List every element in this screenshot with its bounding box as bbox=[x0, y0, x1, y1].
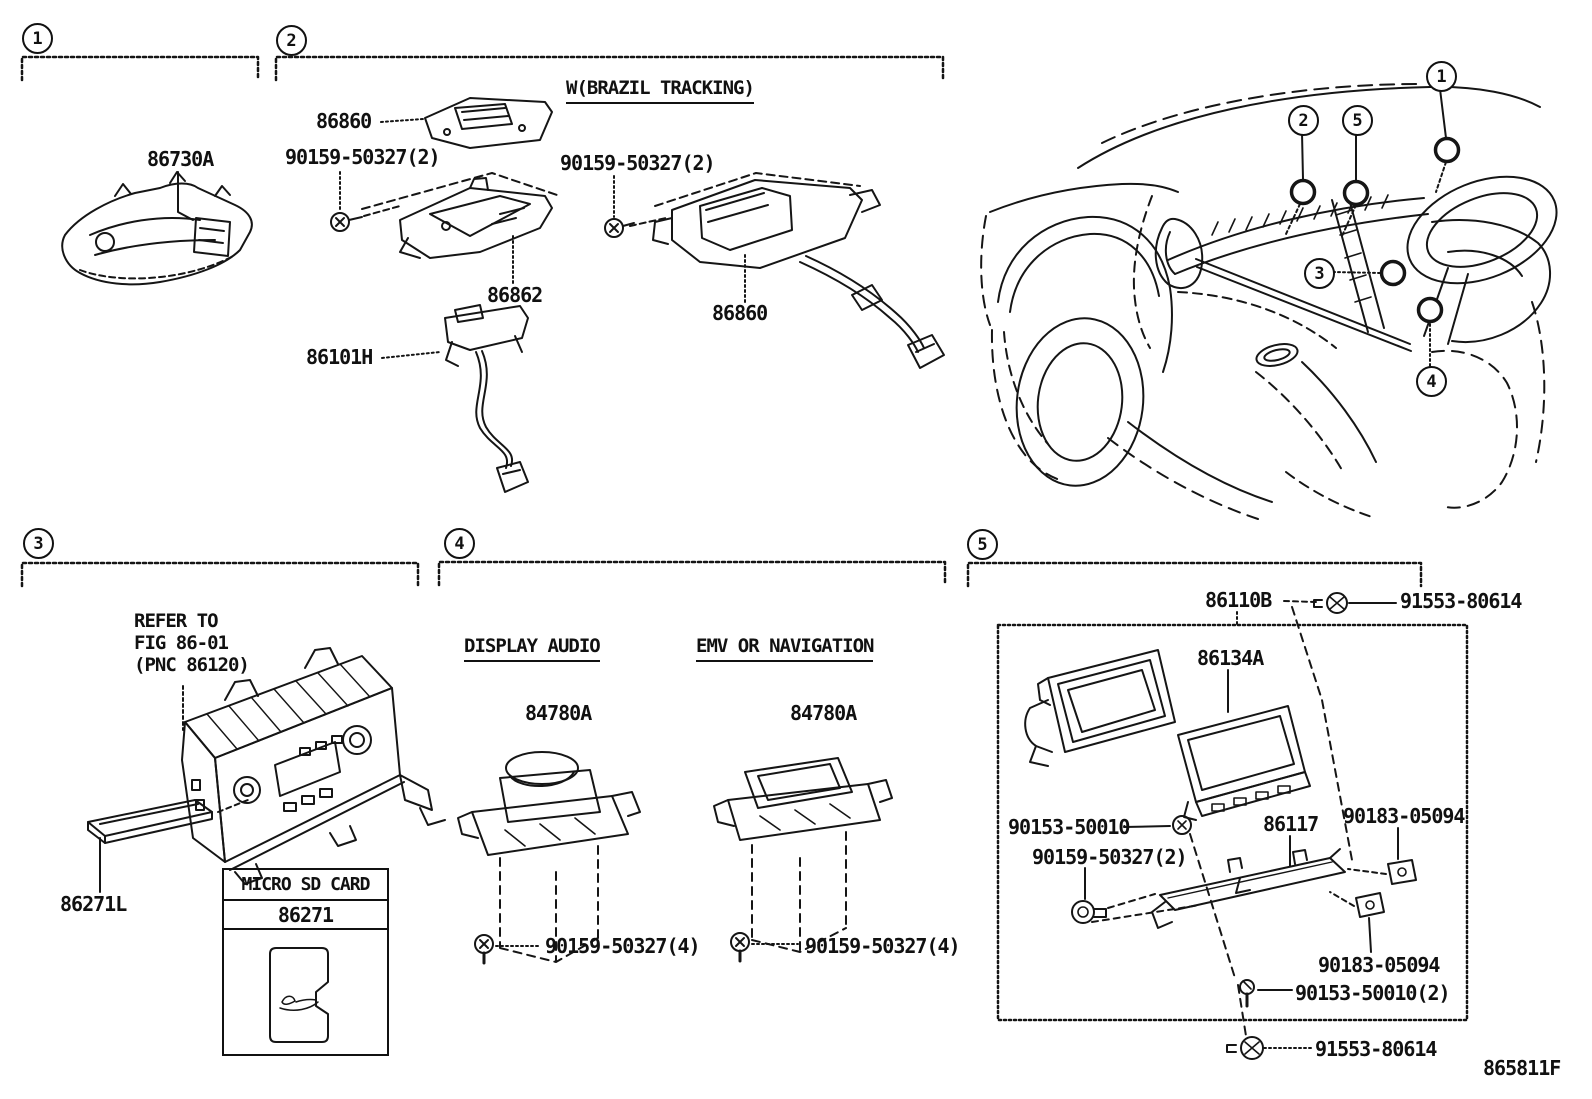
part-label-86730a: 86730A bbox=[147, 147, 214, 171]
radio-top-hatching bbox=[207, 664, 370, 749]
refer-note-line3: (PNC 86120) bbox=[134, 654, 250, 676]
part-86110b-display-drawing bbox=[1025, 612, 1237, 766]
part-label-91553-80614-top: 91553-80614 bbox=[1400, 589, 1522, 613]
section-4-badge: 4 bbox=[444, 528, 475, 559]
part-label-90159-50327-4-left: 90159-50327(4) bbox=[545, 934, 701, 958]
section-2-badge: 2 bbox=[276, 25, 307, 56]
heading-brazil-tracking: W(BRAZIL TRACKING) bbox=[566, 77, 755, 104]
part-86860-top-drawing bbox=[381, 98, 552, 148]
car-callout-5: 5 bbox=[1342, 105, 1373, 136]
car-callout-markers bbox=[1286, 89, 1459, 366]
clip-drawing-90183-bottom bbox=[1330, 892, 1384, 952]
part-label-86271l: 86271L bbox=[60, 892, 127, 916]
screw-drawing-90153-2 bbox=[1240, 980, 1292, 1006]
part-label-90159-50327-left: 90159-50327(2) bbox=[285, 145, 441, 169]
section-5-bracket bbox=[968, 563, 1421, 586]
car-location-circle-4 bbox=[1419, 299, 1442, 322]
screw-drawing-s4-left bbox=[475, 935, 540, 963]
part-label-86860-top: 86860 bbox=[316, 109, 372, 133]
part-label-90183-05094-bottom: 90183-05094 bbox=[1318, 953, 1440, 977]
part-86101h-drawing bbox=[382, 305, 528, 492]
screw-drawing-90153 bbox=[1124, 816, 1191, 834]
screw-drawing-91553-top bbox=[1284, 593, 1396, 613]
clip-drawing-90183-top bbox=[1348, 828, 1416, 884]
section-4-bracket bbox=[439, 562, 945, 585]
car-callout-4: 4 bbox=[1416, 366, 1447, 397]
sd-card-86271l-drawing bbox=[88, 800, 248, 892]
section-3-badge: 3 bbox=[23, 528, 54, 559]
part-label-90153-50010-2: 90153-50010(2) bbox=[1295, 981, 1451, 1005]
assembly-projection-line-right bbox=[1292, 607, 1352, 860]
assembly-projection-line-bottom bbox=[1238, 985, 1246, 1036]
section-2-bracket bbox=[276, 57, 943, 80]
part-label-86271: 86271 bbox=[224, 901, 387, 930]
micro-sd-card-box: MICRO SD CARD 86271 bbox=[222, 868, 389, 1056]
section-3-bracket bbox=[22, 563, 418, 586]
part-86134a-panel-drawing bbox=[1178, 670, 1310, 820]
part-label-90159-50327-2-s5: 90159-50327(2) bbox=[1032, 845, 1188, 869]
part-label-90159-50327-right: 90159-50327(2) bbox=[560, 151, 716, 175]
section-1-bracket bbox=[22, 57, 258, 80]
section-5-badge: 5 bbox=[967, 529, 998, 560]
part-label-86860-brazil: 86860 bbox=[712, 301, 768, 325]
bracket-86117-drawing bbox=[1152, 836, 1345, 928]
radio-unit-drawing bbox=[182, 648, 445, 884]
car-location-circle-1 bbox=[1436, 139, 1459, 162]
part-label-90153-50010: 90153-50010 bbox=[1008, 815, 1130, 839]
car-callout-3: 3 bbox=[1304, 258, 1335, 289]
car-callout-1: 1 bbox=[1426, 61, 1457, 92]
s5-dotted-box bbox=[998, 625, 1467, 1020]
section-1-badge: 1 bbox=[22, 23, 53, 54]
part-label-84780a-left: 84780A bbox=[525, 701, 592, 725]
part-label-86117: 86117 bbox=[1263, 812, 1319, 836]
part-label-86134a: 86134A bbox=[1197, 646, 1264, 670]
car-dashboard-sketch bbox=[981, 84, 1572, 519]
overhead-console-drawing bbox=[62, 172, 252, 284]
heading-emv-or-navigation: EMV OR NAVIGATION bbox=[696, 635, 874, 662]
part-label-90183-05094-top: 90183-05094 bbox=[1343, 804, 1465, 828]
heading-display-audio: DISPLAY AUDIO bbox=[464, 635, 601, 662]
car-location-circle-2 bbox=[1292, 181, 1315, 204]
micro-sd-card-drawing bbox=[270, 948, 328, 1042]
part-86862-drawing bbox=[362, 173, 560, 283]
screw-drawing-s2-right bbox=[605, 176, 634, 237]
lexus-logo bbox=[280, 996, 318, 1010]
refer-note-line2: FIG 86-01 bbox=[134, 632, 229, 654]
car-location-circle-5 bbox=[1345, 182, 1368, 205]
part-label-86862: 86862 bbox=[487, 283, 543, 307]
screw-drawing-91553-bottom bbox=[1227, 1037, 1312, 1059]
part-label-86101h: 86101H bbox=[306, 345, 373, 369]
part-label-90159-50327-4-right: 90159-50327(4) bbox=[805, 934, 961, 958]
screw-drawing-s2-left bbox=[331, 172, 400, 231]
refer-note-line1: REFER TO bbox=[134, 610, 219, 632]
display-audio-controller-drawing bbox=[458, 752, 640, 962]
emv-navigation-unit-drawing bbox=[714, 758, 892, 952]
diagram-code: 865811F bbox=[1483, 1056, 1561, 1080]
part-label-86110b: 86110B bbox=[1205, 588, 1272, 612]
car-location-circle-3 bbox=[1382, 262, 1405, 285]
refer-note: REFER TO FIG 86-01 (PNC 86120) bbox=[134, 610, 250, 676]
part-86860-brazil-drawing bbox=[630, 173, 944, 368]
car-callout-2: 2 bbox=[1288, 105, 1319, 136]
screw-drawing-s4-right bbox=[731, 933, 798, 961]
part-label-84780a-right: 84780A bbox=[790, 701, 857, 725]
assembly-projection-line-left bbox=[1190, 834, 1235, 978]
part-label-91553-80614-bottom: 91553-80614 bbox=[1315, 1037, 1437, 1061]
micro-sd-card-box-title: MICRO SD CARD bbox=[224, 870, 387, 901]
